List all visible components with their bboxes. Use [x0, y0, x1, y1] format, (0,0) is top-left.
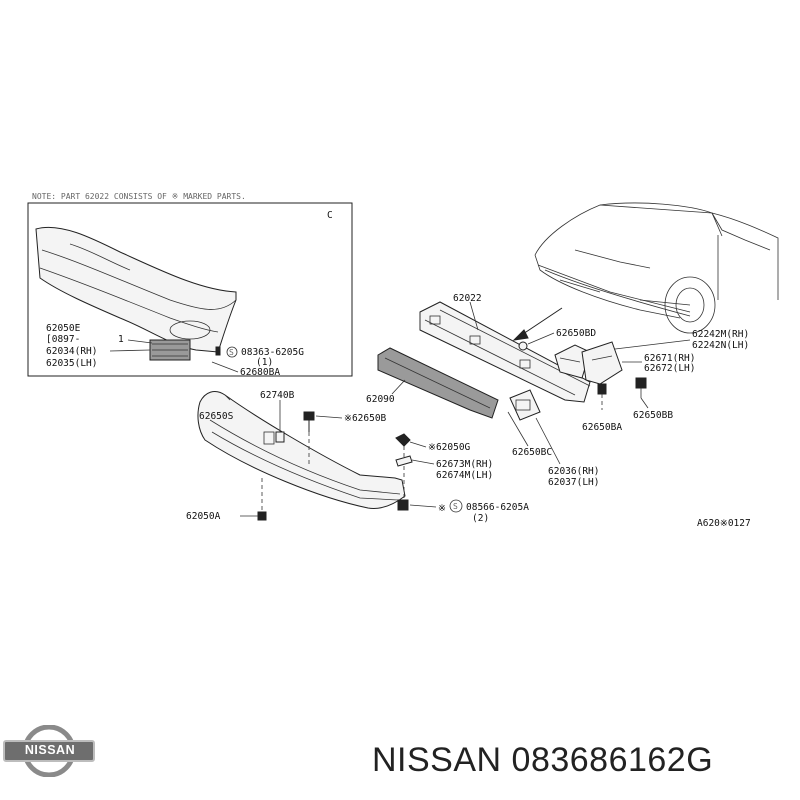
stay-62671: [581, 341, 623, 385]
label-08566: 08566-6205A: [466, 502, 529, 513]
label-62036: 62036(RH): [548, 466, 599, 477]
inset-label-62035: 62035(LH): [46, 358, 97, 369]
screw-08566: [397, 499, 409, 511]
part-number-title: NISSAN 083686162G: [372, 741, 714, 779]
label-62650BC: 62650BC: [512, 447, 552, 458]
screw-62650BB: [635, 377, 647, 389]
callout-arrow: [519, 307, 563, 337]
label-62650BD: 62650BD: [556, 328, 596, 339]
diagram-note: NOTE: PART 62022 CONSISTS OF ※ MARKED PA…: [32, 192, 246, 201]
inset-label-0897: [0897-: [46, 334, 80, 345]
clip-62650BD: [518, 341, 528, 351]
label-62672: 62672(LH): [644, 363, 695, 374]
inset-label-08363: 08363-6205G: [241, 347, 304, 358]
inset-label-62680BA: 62680BA: [240, 367, 280, 378]
label-62671: 62671(RH): [644, 353, 695, 364]
bracket-62036: [509, 389, 541, 421]
inset-box: C 62050E [0897- 1 62034(RH) 62035(LH) S …: [27, 202, 353, 378]
inset-label-62034: 62034(RH): [46, 346, 97, 357]
label-s-08566: S: [453, 502, 458, 511]
inset-label-1: 1: [118, 334, 124, 345]
seal-62673M: [395, 455, 413, 467]
bolt-62650B: [303, 411, 315, 421]
label-62242N: 62242N(LH): [692, 340, 749, 351]
bumper-fascia: [197, 391, 406, 509]
screw-62650BA: [597, 383, 607, 395]
clip-62050G: [395, 433, 411, 447]
label-qty2: (2): [472, 513, 489, 524]
label-62037: 62037(LH): [548, 477, 599, 488]
inset-label-qty1: (1): [256, 357, 273, 368]
inset-label-s: S: [229, 348, 234, 357]
label-62090: 62090: [366, 394, 395, 405]
label-62650BB: 62650BB: [633, 410, 673, 421]
label-62242M: 62242M(RH): [692, 329, 749, 340]
nissan-logo: [3, 725, 95, 777]
reinforcement-beam: [419, 301, 591, 403]
label-62650BA: 62650BA: [582, 422, 622, 433]
label-62050G: ※62050G: [428, 442, 471, 453]
inset-label-62050E: 62050E: [46, 323, 81, 334]
bracket-62740B: [275, 431, 285, 443]
catalog-code: A620※0127: [697, 518, 751, 529]
label-62673M: 62673M(RH): [436, 459, 493, 470]
absorber-62090: [377, 347, 499, 419]
label-62740B: 62740B: [260, 390, 295, 401]
label-62650B: ※62650B: [344, 413, 387, 424]
label-62022: 62022: [453, 293, 482, 304]
label-62050A: 62050A: [186, 511, 221, 522]
label-62650S: 62650S: [199, 411, 234, 422]
label-star-08566: ※: [438, 503, 446, 514]
car-front-drawing: [534, 202, 779, 334]
label-62674M: 62674M(LH): [436, 470, 493, 481]
logo-wordmark: NISSAN: [24, 743, 76, 757]
clip-62050A: [257, 511, 267, 521]
inset-corner-label: C: [327, 210, 333, 221]
